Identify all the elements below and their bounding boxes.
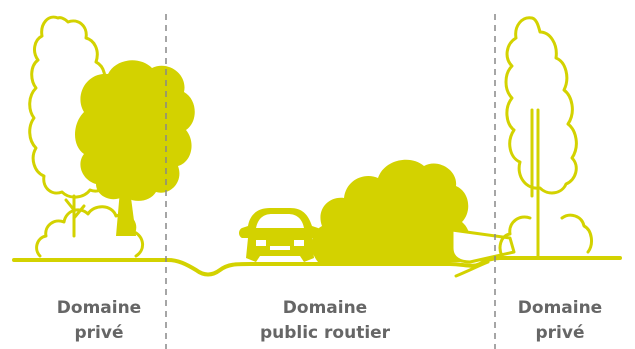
hedge-icon [312,160,470,262]
zone-left-line2: privé [24,321,174,346]
zone-label-middle: Domaine public routier [228,296,422,346]
zone-left-line1: Domaine [24,296,174,321]
zone-label-right: Domaine privé [494,296,626,346]
zone-right-line1: Domaine [494,296,626,321]
zone-right-line2: privé [494,321,626,346]
zone-middle-line2: public routier [228,321,422,346]
zone-label-left: Domaine privé [24,296,174,346]
car-icon [239,208,321,262]
zone-middle-line1: Domaine [228,296,422,321]
